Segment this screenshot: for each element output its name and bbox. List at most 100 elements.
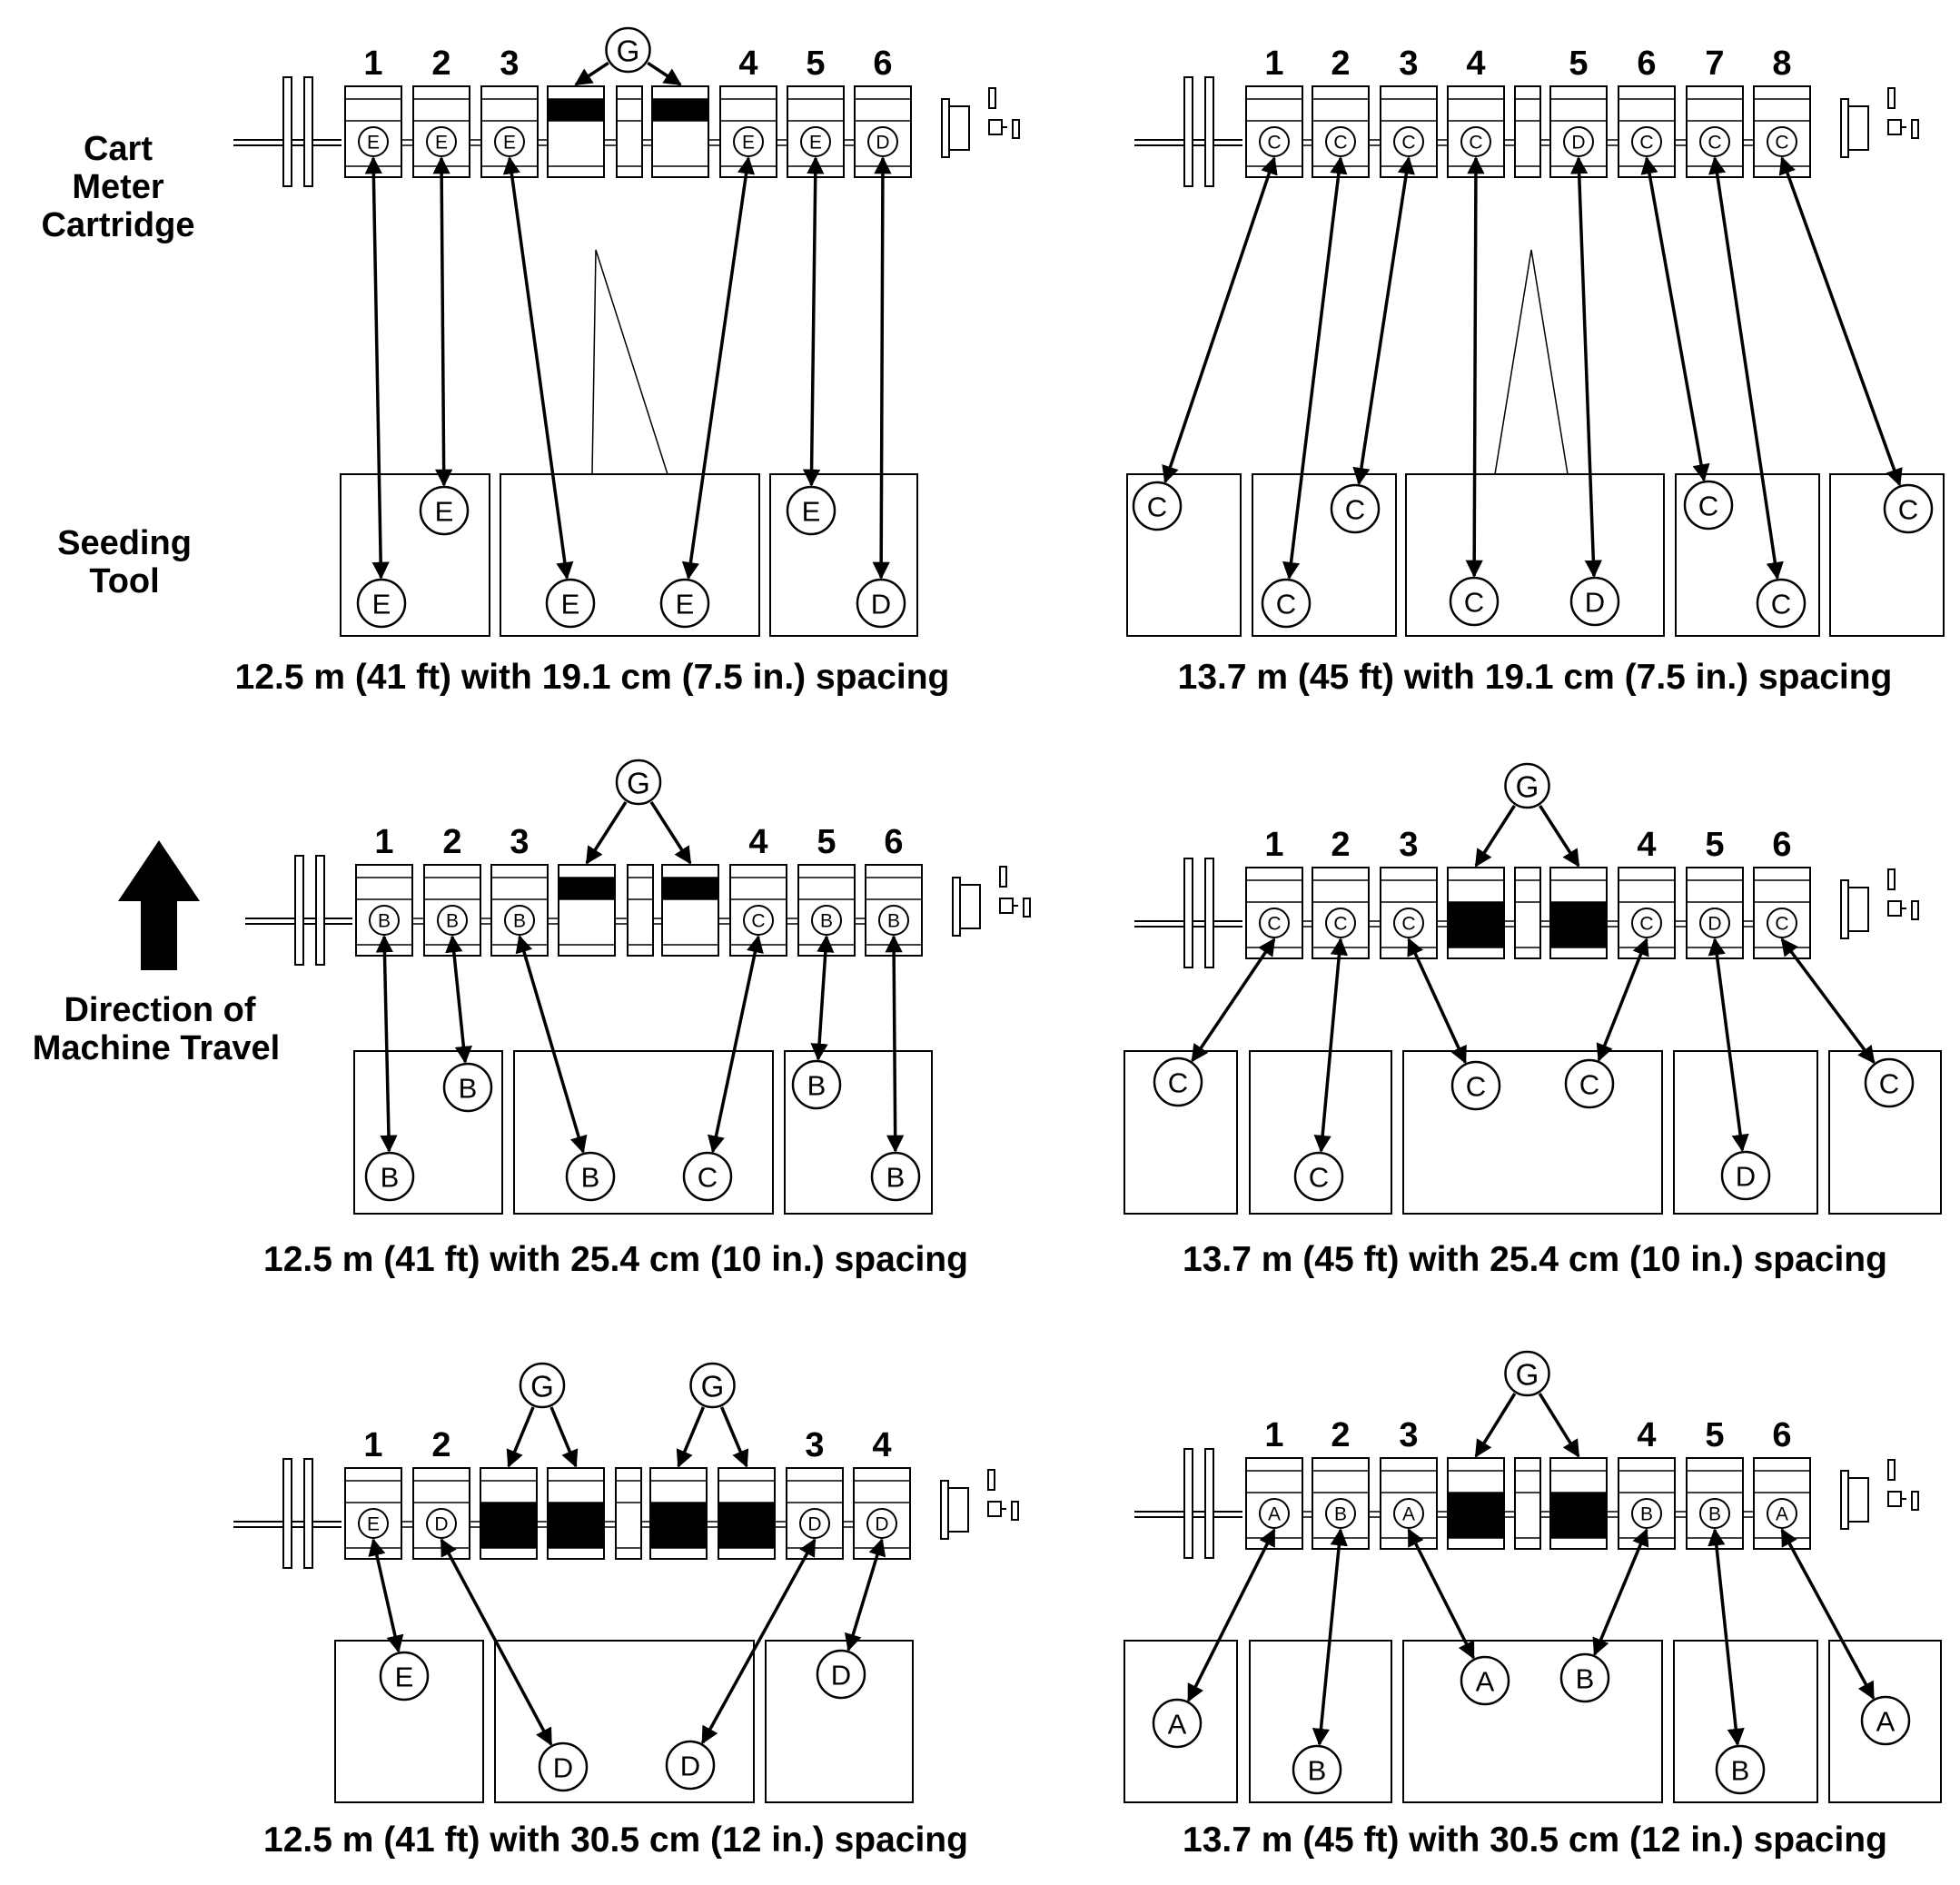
- meter-roller-letter: E: [503, 133, 516, 154]
- meter-roller-letter: B: [887, 911, 900, 932]
- blanking-plate: [718, 1503, 775, 1548]
- meter-cartridge: C4: [1618, 826, 1687, 959]
- seeding-tool-section: BB: [353, 1050, 503, 1215]
- meter-roller-letter: B: [1640, 1504, 1653, 1525]
- meter-roller-circle: [1767, 1498, 1797, 1529]
- drive-disc: [282, 1458, 292, 1569]
- tool-roller-circle: [1153, 1057, 1203, 1107]
- seeding-tool-section: A: [1124, 1640, 1238, 1803]
- tool-roller-circle: [419, 485, 470, 536]
- end-bracket: [940, 1480, 949, 1540]
- end-motor: [1847, 887, 1869, 932]
- tool-roller-circle: [1132, 481, 1183, 531]
- meter-cartridge: D6: [854, 45, 912, 178]
- meter-roller-circle: [800, 126, 831, 157]
- meter-to-tool-arrow: [502, 156, 574, 580]
- seeding-tool-section: ED: [769, 473, 918, 637]
- tool-roller-letter: C: [1771, 589, 1791, 620]
- sensor: [1911, 119, 1919, 139]
- meter-number: 1: [1264, 826, 1283, 864]
- meter-cartridge: D4: [853, 1426, 911, 1560]
- section-frame: [1405, 473, 1665, 637]
- tool-roller-letter: B: [1731, 1755, 1750, 1787]
- g-circle: [605, 26, 651, 74]
- meter-cartridge: C2: [1312, 45, 1381, 178]
- meter-number: 3: [1399, 826, 1418, 864]
- meter-roller-letter: C: [751, 911, 765, 932]
- end-motor: [1847, 105, 1869, 151]
- meter-to-tool-arrow: [1312, 1528, 1348, 1747]
- meter-to-tool-arrow: [1780, 1528, 1876, 1701]
- tool-roller-letter: C: [698, 1162, 718, 1194]
- label-line: Cartridge: [42, 206, 195, 244]
- meter-roller-circle: [1393, 1498, 1424, 1529]
- end-motor: [947, 1487, 969, 1533]
- meter-roller-circle: [733, 126, 764, 157]
- label-line: Meter: [72, 168, 164, 206]
- meter-body: [1514, 867, 1541, 959]
- meter-cartridge: D5: [1549, 45, 1618, 178]
- g-arrow: [1474, 804, 1516, 868]
- tool-roller-letter: E: [435, 496, 454, 528]
- meter-cartridge: A6: [1753, 1416, 1811, 1550]
- meter-to-tool-arrow: [1780, 938, 1876, 1065]
- meter-roller-circle: [1259, 126, 1290, 157]
- end-bracket: [941, 98, 950, 158]
- sensor: [988, 119, 1003, 135]
- meter-roller-circle: [1631, 908, 1662, 938]
- meter-blank: [547, 85, 617, 178]
- section-divider-lines: [1494, 249, 1569, 475]
- meter-to-tool-arrow: [1570, 156, 1602, 578]
- tool-roller-letter: C: [1579, 1069, 1599, 1101]
- meter-body: [1514, 1457, 1541, 1550]
- meter-to-tool-arrow: [1313, 938, 1348, 1154]
- meter-cartridge: B5: [797, 823, 866, 957]
- tool-roller-circle: [870, 1151, 921, 1202]
- seeding-tool-section: BB: [784, 1050, 933, 1215]
- tool-roller-letter: C: [1168, 1067, 1188, 1099]
- meter-roller-letter: C: [1775, 914, 1788, 935]
- meter-cartridge: D3: [786, 1426, 854, 1560]
- section-frame: [500, 473, 760, 637]
- meter-roller-circle: [878, 905, 909, 936]
- meter-to-tool-arrow: [1592, 1528, 1649, 1656]
- sensor: [1887, 868, 1896, 890]
- drive-disc: [1183, 76, 1193, 187]
- tool-roller-circle: [356, 578, 407, 629]
- end-motor: [959, 884, 981, 929]
- sensor: [1887, 900, 1902, 917]
- g-arrow: [574, 61, 609, 86]
- blanking-plate: [1550, 1493, 1607, 1538]
- tool-roller-letter: E: [802, 496, 821, 528]
- meter-roller-circle: [1325, 908, 1356, 938]
- seeding-tool-section: B: [1673, 1640, 1818, 1803]
- meter-roller-letter: B: [1334, 1504, 1347, 1525]
- tool-roller-letter: C: [1309, 1162, 1329, 1194]
- drive-disc: [1204, 1448, 1214, 1559]
- tool-roller-letter: E: [676, 589, 695, 620]
- tool-roller-circle: [364, 1151, 415, 1202]
- meter-roller-circle: [866, 1508, 897, 1539]
- meter-roller-letter: D: [1708, 914, 1721, 935]
- meter-roller-letter: C: [1639, 914, 1653, 935]
- meter-cartridge: A3: [1380, 1416, 1448, 1550]
- sensor: [1012, 119, 1020, 139]
- tool-roller-letter: E: [372, 589, 391, 620]
- meter-cartridge: B1: [355, 823, 424, 957]
- meter-roller-letter: A: [1776, 1504, 1788, 1525]
- meter-number: 2: [442, 823, 461, 861]
- sensor: [1887, 1459, 1896, 1481]
- tool-roller-circle: [1569, 576, 1620, 627]
- label-line: Tool: [89, 562, 159, 600]
- end-motor: [1847, 1477, 1869, 1523]
- meter-roller-circle: [1460, 126, 1491, 157]
- meter-number: 6: [1637, 45, 1656, 83]
- section-frame: [1402, 1050, 1663, 1215]
- blanking-plate: [662, 878, 718, 899]
- meter-number: 4: [748, 823, 767, 861]
- tool-roller-letter: D: [831, 1660, 851, 1692]
- meter-cartridge: C7: [1686, 45, 1754, 178]
- seeding-tool-section: EE: [340, 473, 490, 637]
- meter-body: [1514, 85, 1541, 178]
